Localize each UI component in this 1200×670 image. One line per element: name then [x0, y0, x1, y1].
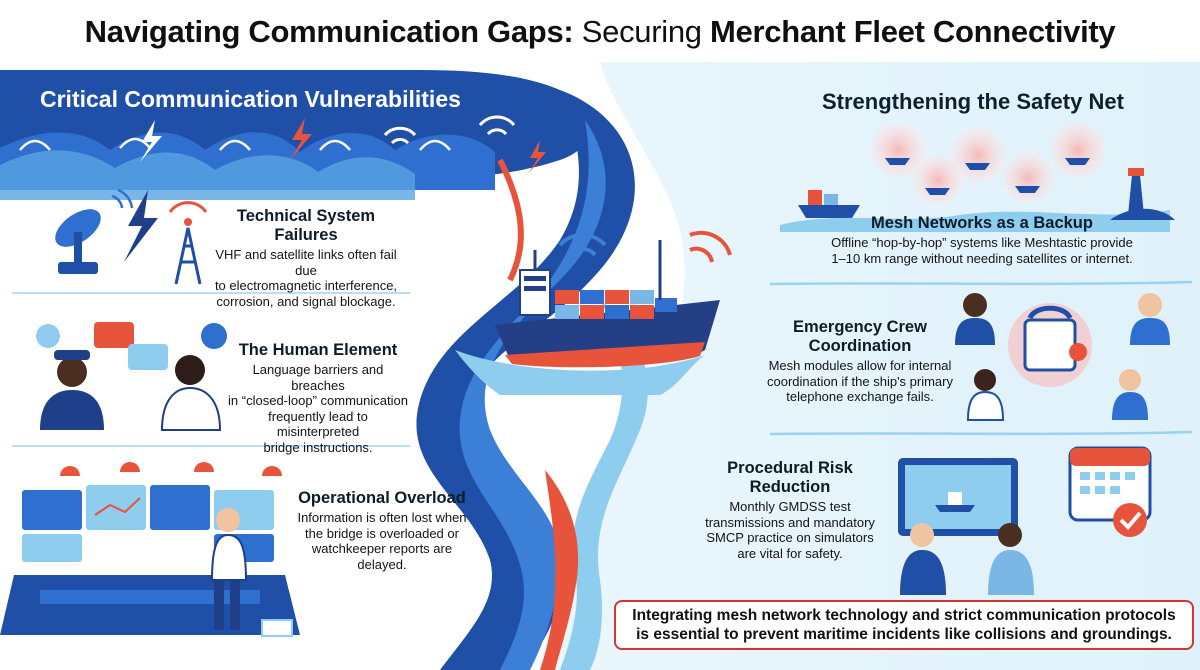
technical-failures-title: Technical System Failures [236, 207, 376, 244]
title-line: Procedural Risk [727, 459, 853, 477]
text-line: Monthly GMDSS test [729, 499, 851, 514]
callout-line-1: Integrating mesh network technology and … [632, 607, 1176, 624]
technical-failures-block: Technical System Failures VHF and satell… [206, 207, 406, 309]
divider [769, 280, 1193, 286]
procedural-risk-text: Monthly GMDSS test transmissions and man… [690, 499, 890, 561]
lightning-icon [140, 118, 546, 174]
text-line: corrosion, and signal blockage. [216, 293, 396, 309]
page-title: Navigating Communication Gaps: Securing … [0, 14, 1200, 50]
text-line: delayed. [357, 556, 407, 572]
title-line: Coordination [808, 337, 912, 355]
crew-figures [955, 293, 1170, 421]
human-element-title: The Human Element [238, 341, 398, 359]
wifi-icon [558, 232, 607, 257]
title-line: Emergency Crew [793, 318, 927, 336]
mesh-networks-block: Mesh Networks as a Backup Offline “hop-b… [772, 214, 1192, 266]
wifi-icon [383, 115, 516, 145]
right-section-heading: Strengthening the Safety Net [822, 89, 1124, 114]
text-line: Mesh modules allow for internal [768, 358, 952, 373]
title-part-3: Merchant Fleet Connectivity [710, 14, 1116, 49]
text-line: frequently lead to misinterpreted [268, 408, 368, 440]
text-line: the bridge is overloaded or [305, 525, 459, 541]
satellite-dish-icon [55, 188, 134, 274]
procedural-risk-block: Procedural Risk Reduction Monthly GMDSS … [690, 459, 890, 561]
emergency-crew-text: Mesh modules allow for internal coordina… [756, 358, 964, 405]
simulator-screen [898, 458, 1034, 595]
title-part-1: Navigating Communication Gaps: [84, 14, 574, 49]
human-element-block: The Human Element Language barriers and … [228, 341, 408, 455]
left-section-heading: Critical Communication Vulnerabilities [40, 86, 461, 112]
divider [769, 430, 1193, 436]
lightning-icon [124, 190, 158, 262]
text-line: 1–10 km range without needing satellites… [831, 250, 1133, 266]
text-line: Offline “hop-by-hop” systems like Meshta… [831, 235, 1133, 250]
calendar-check-icon [1068, 446, 1152, 537]
procedural-risk-title: Procedural Risk Reduction [690, 459, 890, 497]
text-line: SMCP practice on simulators [706, 530, 874, 545]
text-line: to electromagnetic interference, [214, 278, 398, 293]
text-line: bridge instructions. [263, 439, 373, 455]
alarm-light-icon [60, 462, 282, 476]
emergency-crew-title: Emergency Crew Coordination [756, 318, 964, 356]
wifi-icon [689, 230, 732, 263]
text-line: coordination if the ship's primary [766, 373, 953, 389]
technical-failures-text: VHF and satellite links often fail due t… [206, 247, 406, 309]
text-line: are vital for safety. [737, 545, 843, 561]
officer-figure [40, 350, 222, 431]
text-line: telephone exchange fails. [786, 389, 934, 404]
text-line: Information is often lost when [297, 510, 467, 525]
speech-bubble-icon [36, 322, 227, 370]
phone-icon [1008, 303, 1092, 387]
summary-callout: Integrating mesh network technology and … [614, 600, 1194, 650]
text-line: watchkeeper reports are [311, 541, 453, 556]
text-line: VHF and satellite links often fail due [215, 247, 397, 278]
stressed-officer-figure [210, 508, 293, 637]
text-line: Language barriers and breaches [252, 362, 384, 393]
mesh-networks-text: Offline “hop-by-hop” systems like Meshta… [772, 235, 1192, 266]
title-line: Reduction [749, 478, 831, 496]
title-part-2: Securing [581, 14, 702, 49]
radio-tower-icon [168, 201, 208, 285]
lighthouse-icon [1110, 168, 1175, 220]
mesh-networks-title: Mesh Networks as a Backup [871, 214, 1093, 232]
emergency-crew-block: Emergency Crew Coordination Mesh modules… [756, 318, 964, 405]
operational-overload-text: Information is often lost when the bridg… [296, 510, 468, 572]
operational-overload-title: Operational Overload [298, 489, 466, 507]
operational-overload-block: Operational Overload Information is ofte… [296, 489, 468, 572]
text-line: transmissions and mandatory [705, 514, 875, 530]
control-console-icon [0, 485, 300, 635]
callout-line-2: is essential to prevent maritime inciden… [636, 626, 1172, 643]
human-element-text: Language barriers and breaches in “close… [228, 362, 408, 455]
left-header-wave [0, 70, 594, 200]
text-line: in “closed-loop” communication [228, 393, 408, 408]
ship-icon [455, 240, 720, 395]
mesh-network-illustration [780, 122, 1170, 232]
